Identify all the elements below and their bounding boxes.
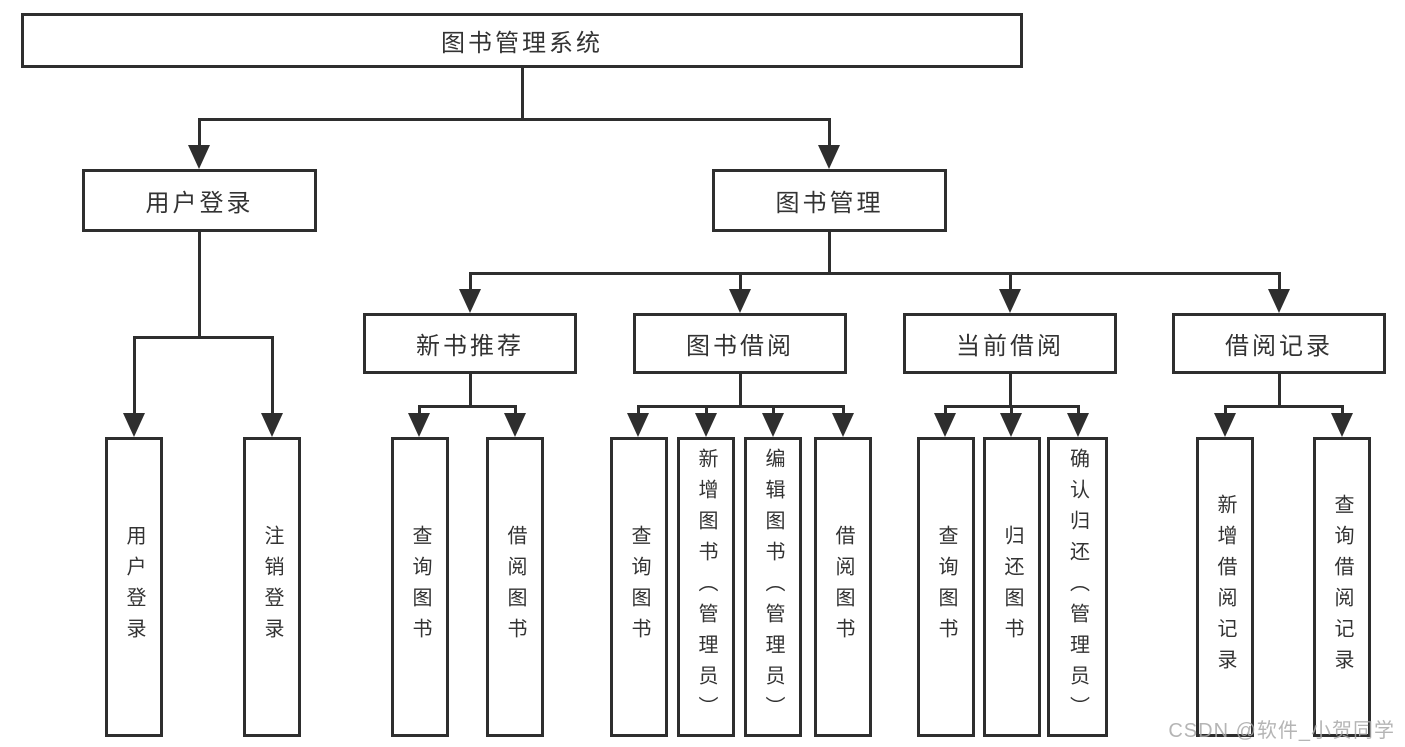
connector-arrow-stem xyxy=(827,118,831,146)
leaf-confirm-return-admin: 确认归还（管理员） xyxy=(1047,437,1108,737)
leaf-edit-book-admin: 编辑图书（管理员） xyxy=(744,437,802,737)
connector-arrow-stem xyxy=(738,272,742,290)
connector-arrow-stem xyxy=(771,405,775,414)
node-label: 用户登录 xyxy=(145,190,254,217)
node-label: 查询图书 xyxy=(935,525,957,649)
connector-horizontal-line xyxy=(418,405,517,408)
node-label: 编辑图书（管理员） xyxy=(762,447,784,727)
connector-arrow-stem xyxy=(197,118,201,146)
connector-arrow-stem xyxy=(132,336,136,414)
arrow-down-icon xyxy=(1067,413,1089,437)
arrow-down-icon xyxy=(1331,413,1353,437)
arrow-down-icon xyxy=(934,413,956,437)
connector-arrow-stem xyxy=(1076,405,1080,414)
connector-vertical-line xyxy=(827,232,831,272)
connector-arrow-stem xyxy=(704,405,708,414)
arrow-down-icon xyxy=(123,413,145,437)
node-label: 归还图书 xyxy=(1001,525,1023,649)
node-label: 确认归还（管理员） xyxy=(1066,447,1089,727)
arrow-down-icon xyxy=(818,145,840,169)
leaf-query-borrow-record: 查询借阅记录 xyxy=(1313,437,1371,737)
connector-vertical-line xyxy=(468,374,472,405)
arrow-down-icon xyxy=(261,413,283,437)
connector-vertical-line xyxy=(738,374,742,405)
node-label: 图书借阅 xyxy=(686,333,794,360)
connector-arrow-stem xyxy=(468,272,472,290)
arrow-down-icon xyxy=(832,413,854,437)
arrow-down-icon xyxy=(729,289,751,313)
arrow-down-icon xyxy=(999,289,1021,313)
leaf-query-book: 查询图书 xyxy=(391,437,449,737)
leaf-user-login: 用户登录 xyxy=(105,437,163,737)
leaf-borrow-book: 借阅图书 xyxy=(814,437,872,737)
leaf-return-book: 归还图书 xyxy=(983,437,1041,737)
connector-arrow-stem xyxy=(943,405,947,414)
node-library-management-system: 图书管理系统 xyxy=(21,13,1023,68)
arrow-down-icon xyxy=(627,413,649,437)
connector-arrow-stem xyxy=(1009,405,1013,414)
arrow-down-icon xyxy=(1000,413,1022,437)
connector-arrow-stem xyxy=(417,405,421,414)
node-label: 图书管理系统 xyxy=(441,30,603,57)
connector-horizontal-line xyxy=(1224,405,1344,408)
leaf-add-book-admin: 新增图书（管理员） xyxy=(677,437,735,737)
node-current-borrowing: 当前借阅 xyxy=(903,313,1117,374)
node-label: 用户登录 xyxy=(123,525,145,649)
node-book-management: 图书管理 xyxy=(712,169,947,232)
connector-arrow-stem xyxy=(636,405,640,414)
connector-horizontal-line xyxy=(637,405,845,408)
node-borrowing-records: 借阅记录 xyxy=(1172,313,1386,374)
connector-arrow-stem xyxy=(1340,405,1344,414)
node-label: 查询图书 xyxy=(409,525,431,649)
connector-arrow-stem xyxy=(1008,272,1012,290)
connector-horizontal-line xyxy=(198,118,830,121)
node-label: 查询借阅记录 xyxy=(1331,494,1353,680)
node-label: 当前借阅 xyxy=(956,333,1064,360)
arrow-down-icon xyxy=(459,289,481,313)
node-label: 新增图书（管理员） xyxy=(695,447,717,727)
leaf-query-book: 查询图书 xyxy=(917,437,975,737)
node-label: 新增借阅记录 xyxy=(1214,494,1236,680)
arrow-down-icon xyxy=(1214,413,1236,437)
arrow-down-icon xyxy=(695,413,717,437)
connector-horizontal-line xyxy=(469,272,1281,275)
connector-horizontal-line xyxy=(133,336,274,339)
node-label: 借阅记录 xyxy=(1225,333,1333,360)
node-label: 新书推荐 xyxy=(416,333,524,360)
connector-arrow-stem xyxy=(1223,405,1227,414)
node-user-login: 用户登录 xyxy=(82,169,317,232)
node-label: 借阅图书 xyxy=(832,525,854,649)
connector-vertical-line xyxy=(1008,374,1012,405)
node-label: 借阅图书 xyxy=(504,525,526,649)
node-book-borrowing: 图书借阅 xyxy=(633,313,847,374)
arrow-down-icon xyxy=(408,413,430,437)
leaf-add-borrow-record: 新增借阅记录 xyxy=(1196,437,1254,737)
connector-arrow-stem xyxy=(270,336,274,414)
arrow-down-icon xyxy=(504,413,526,437)
arrow-down-icon xyxy=(762,413,784,437)
connector-vertical-line xyxy=(1277,374,1281,405)
leaf-logout: 注销登录 xyxy=(243,437,301,737)
arrow-down-icon xyxy=(1268,289,1290,313)
leaf-query-book: 查询图书 xyxy=(610,437,668,737)
csdn-watermark: CSDN @软件_小贺同学 xyxy=(1168,720,1395,742)
connector-vertical-line xyxy=(520,68,524,118)
node-new-book-recommend: 新书推荐 xyxy=(363,313,577,374)
connector-arrow-stem xyxy=(841,405,845,414)
connector-arrow-stem xyxy=(513,405,517,414)
arrow-down-icon xyxy=(188,145,210,169)
connector-arrow-stem xyxy=(1277,272,1281,290)
node-label: 图书管理 xyxy=(775,190,884,217)
node-label: 注销登录 xyxy=(261,525,283,649)
leaf-borrow-book: 借阅图书 xyxy=(486,437,544,737)
node-label: 查询图书 xyxy=(628,525,650,649)
connector-vertical-line xyxy=(197,232,201,336)
